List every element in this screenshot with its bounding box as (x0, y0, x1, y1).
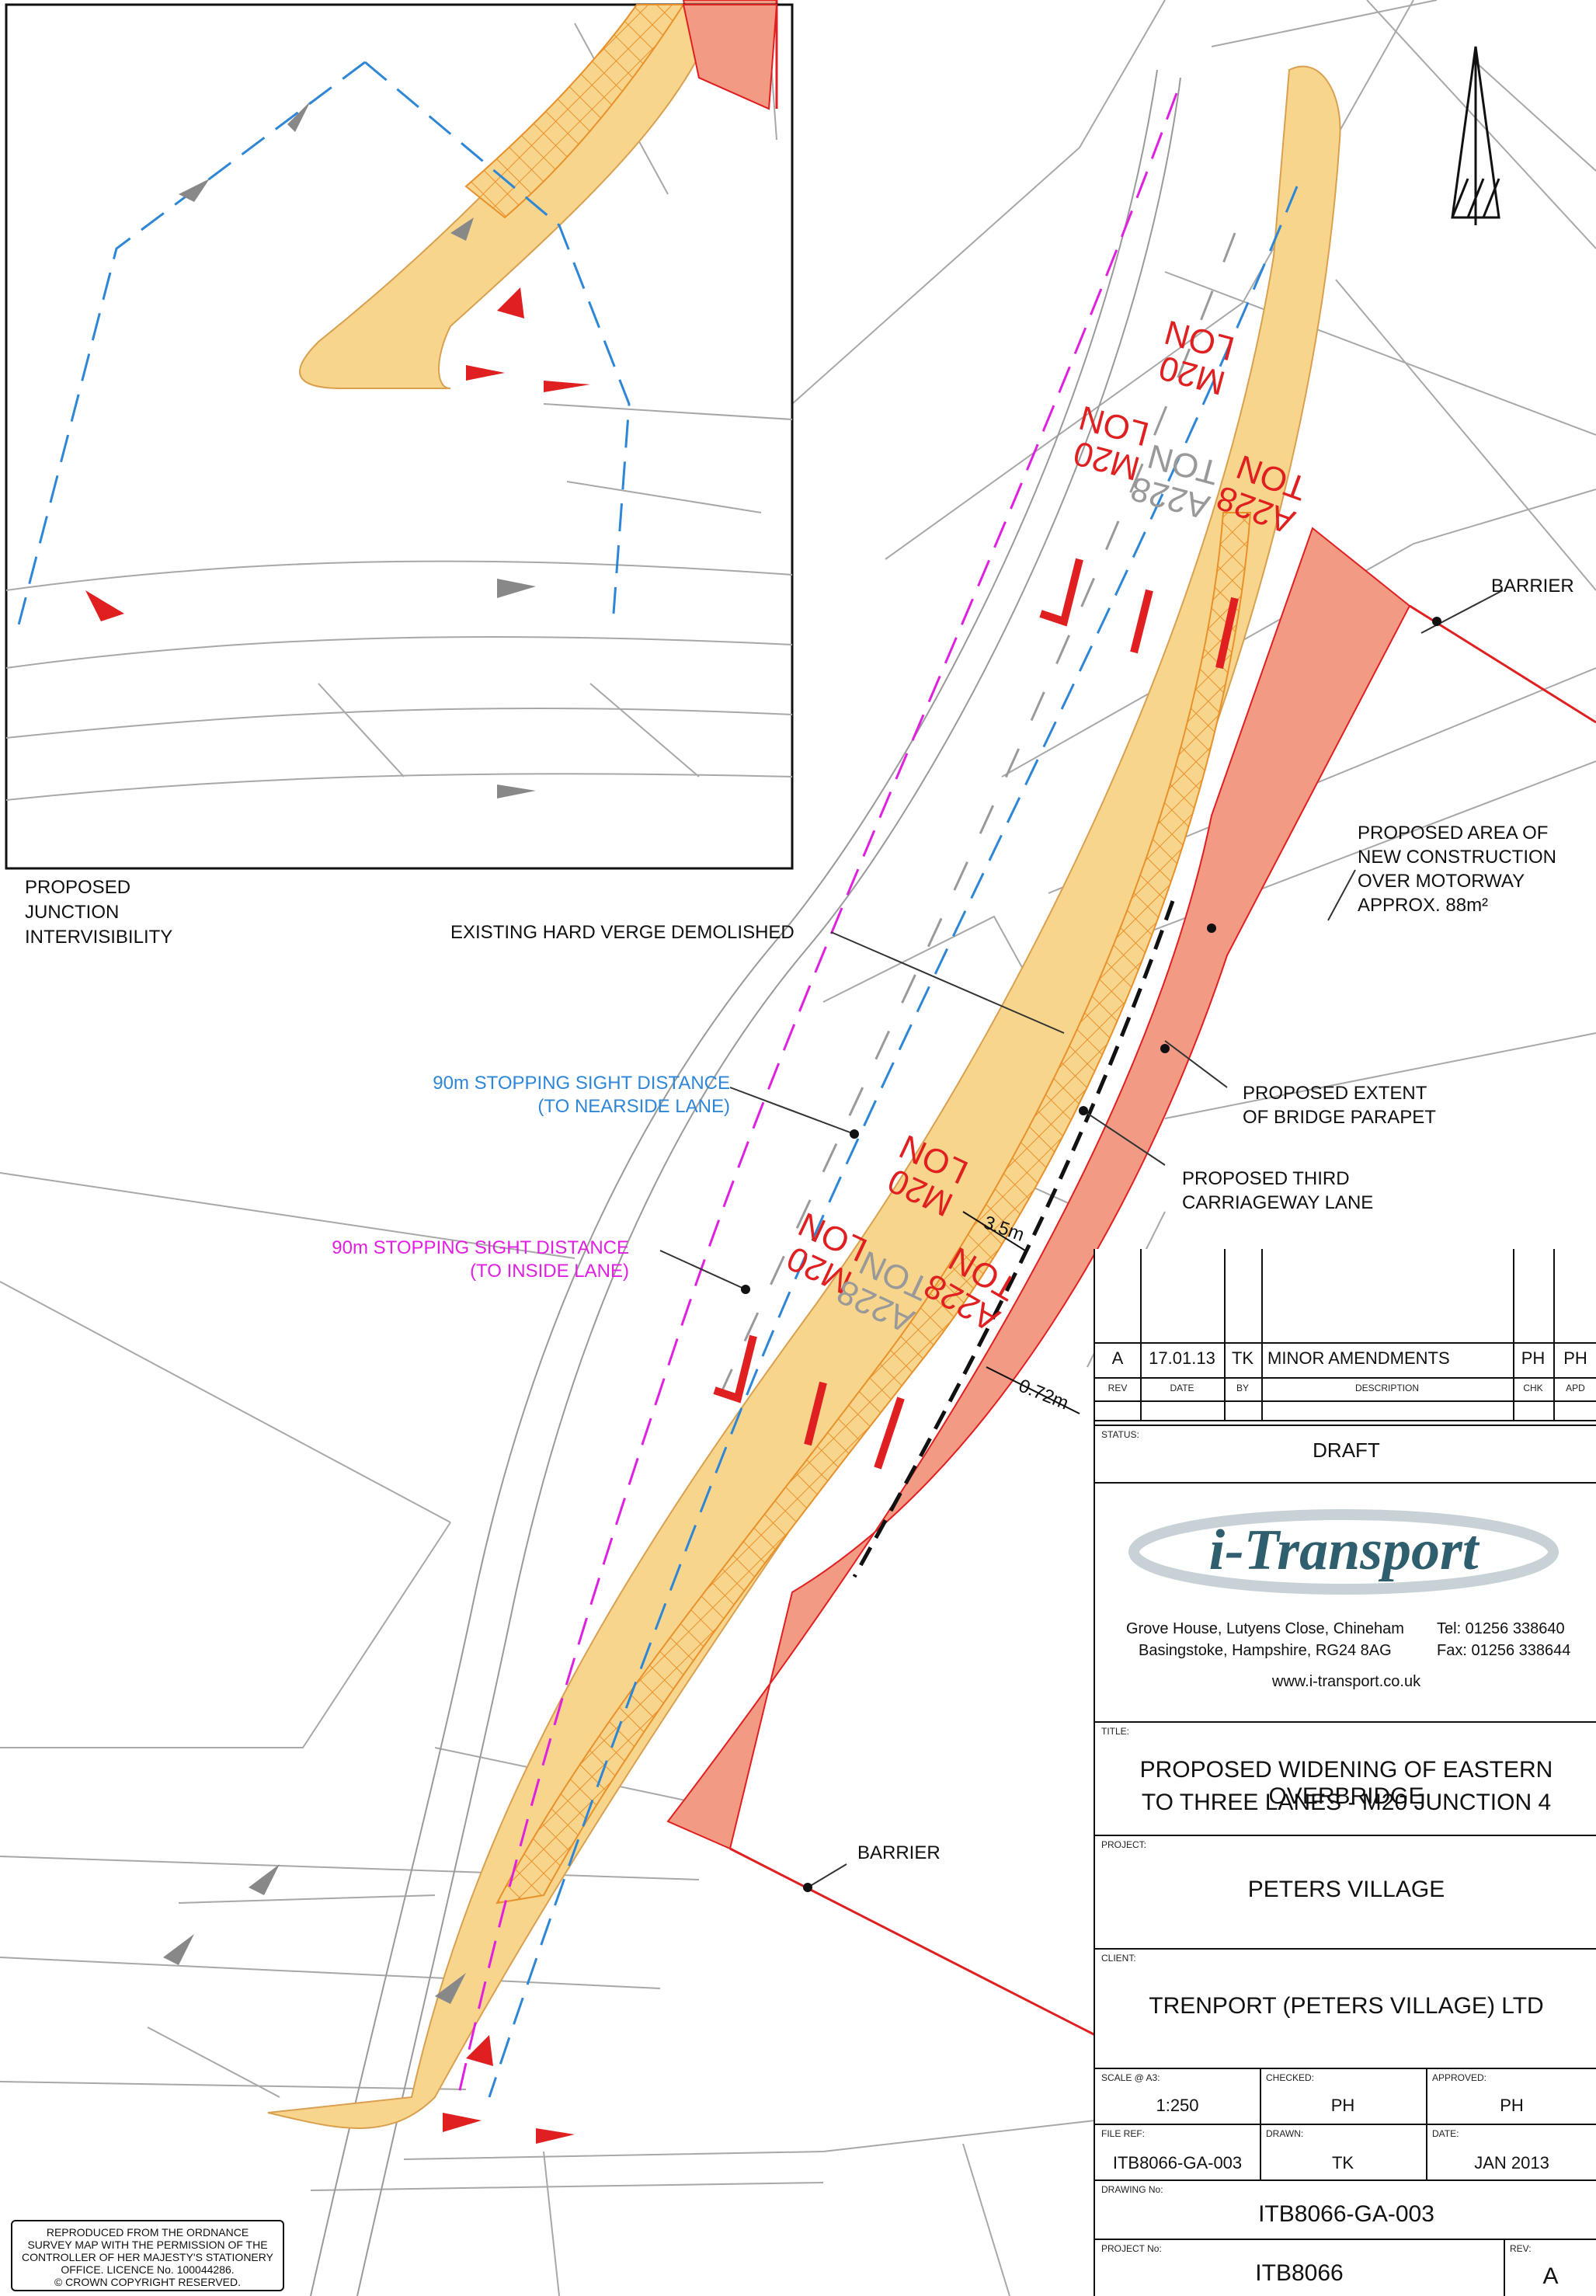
project-no-value: ITB8066 (1255, 2260, 1344, 2286)
hdr-apd: APD (1566, 1383, 1585, 1393)
leader-lines (659, 590, 1504, 1888)
label-ssd-nearside-2: (TO NEARSIDE LANE) (537, 1096, 730, 1117)
ssd-nearside-line (488, 186, 1299, 2098)
inset-sight-line (14, 61, 631, 638)
inset-frame (5, 3, 794, 870)
title-block: A 17.01.13 TK MINOR AMENDMENTS PH PH REV… (1094, 1249, 1596, 2296)
logo-text: i-Transport (1209, 1518, 1480, 1582)
company-address-1: Grove House, Lutyens Close, Chineham (1126, 1620, 1404, 1637)
client-value: TRENPORT (PETERS VILLAGE) LTD (1149, 1993, 1544, 2019)
drawing-no-label: DRAWING No: (1101, 2184, 1163, 2195)
hdr-description: DESCRIPTION (1354, 1383, 1419, 1393)
label-barrier-top: BARRIER (1491, 576, 1574, 597)
project-no-label: PROJECT No: (1101, 2243, 1162, 2254)
hdr-rev: REV (1107, 1383, 1128, 1393)
drawn-value: TK (1331, 2153, 1354, 2173)
label-third-lane-2: CARRIAGEWAY LANE (1182, 1192, 1373, 1213)
fileref-value: ITB8066-GA-003 (1112, 2153, 1243, 2173)
approved-label: APPROVED: (1432, 2072, 1487, 2083)
label-new-construction-3: OVER MOTORWAY (1358, 871, 1525, 892)
copyright-line-3: CONTROLLER OF HER MAJESTY'S STATIONERY (22, 2251, 273, 2263)
copyright-note: REPRODUCED FROM THE ORDNANCE SURVEY MAP … (11, 2220, 284, 2291)
rev-date: 17.01.13 (1149, 1348, 1215, 1368)
rev-apd: PH (1563, 1348, 1587, 1368)
company-website[interactable]: www.i-transport.co.uk (1271, 1673, 1421, 1690)
label-ssd-inside-2: (TO INSIDE LANE) (470, 1261, 629, 1282)
label-hard-verge: EXISTING HARD VERGE DEMOLISHED (450, 922, 795, 943)
label-bridge-parapet-1: PROPOSED EXTENT (1243, 1083, 1427, 1104)
project-value: PETERS VILLAGE (1247, 1877, 1445, 1902)
rev-label: REV: (1510, 2243, 1532, 2254)
label-new-construction-4: APPROX. 88m² (1358, 895, 1488, 916)
dim-edge-width: 0.72m (1016, 1376, 1072, 1414)
drawing-title-2: TO THREE LANES - M20 JUNCTION 4 (1141, 1790, 1552, 1815)
hdr-date: DATE (1170, 1383, 1194, 1393)
inset-grey-arrows (179, 101, 536, 798)
label-ssd-inside-1: 90m STOPPING SIGHT DISTANCE (332, 1237, 629, 1258)
inset-linework (5, 23, 793, 801)
rev-letter: A (1111, 1348, 1124, 1368)
lane-dash-grey (721, 232, 1236, 1391)
dimension-lines (962, 1211, 1080, 1414)
road-edges (310, 69, 1181, 2296)
label-junction-intervisibility-1: PROPOSED (25, 877, 130, 898)
copyright-line-2: SURVEY MAP WITH THE PERMISSION OF THE (27, 2239, 268, 2251)
copyright-line-5: © CROWN COPYRIGHT RESERVED. (54, 2276, 242, 2288)
label-barrier-bottom: BARRIER (857, 1842, 941, 1863)
hdr-chk: CHK (1523, 1383, 1543, 1393)
company-fax: Fax: 01256 338644 (1437, 1642, 1571, 1659)
lane-arrows (713, 558, 1239, 1470)
label-ssd-nearside-1: 90m STOPPING SIGHT DISTANCE (433, 1073, 730, 1094)
scale-label: SCALE @ A3: (1101, 2072, 1160, 2083)
checked-label: CHECKED: (1266, 2072, 1315, 2083)
new-construction-area (666, 527, 1411, 1850)
date-label: DATE: (1432, 2128, 1459, 2139)
client-label: CLIENT: (1101, 1953, 1136, 1964)
hdr-by: BY (1236, 1383, 1249, 1393)
leader-dots (741, 617, 1441, 1892)
drawing-title-1: PROPOSED WIDENING OF EASTERN OVERBRIDGE (1139, 1757, 1553, 1809)
inset-red-area (682, 4, 778, 110)
rev-description: MINOR AMENDMENTS (1267, 1348, 1450, 1368)
checked-value: PH (1330, 2096, 1355, 2115)
company-address-2: Basingstoke, Hampshire, RG24 8AG (1139, 1642, 1392, 1659)
north-arrow-icon (1451, 46, 1500, 225)
label-new-construction-2: NEW CONSTRUCTION (1358, 847, 1556, 868)
fileref-label: FILE REF: (1101, 2128, 1146, 2139)
project-label: PROJECT: (1101, 1839, 1147, 1850)
status-label: STATUS: (1101, 1429, 1139, 1440)
main-grey-arrows (163, 1864, 466, 2004)
ssd-inside-line (457, 92, 1178, 2098)
company-logo: i-Transport (1126, 1505, 1561, 1599)
title-label: TITLE: (1101, 1726, 1130, 1737)
rev-by: TK (1231, 1348, 1254, 1368)
verge-yellow (267, 65, 1341, 2129)
drawn-label: DRAWN: (1266, 2128, 1304, 2139)
hard-verge-hatch (495, 512, 1252, 1905)
drawing-no-value: ITB8066-GA-003 (1258, 2201, 1434, 2227)
inset-red-arrows (85, 287, 590, 621)
date-value: JAN 2013 (1474, 2153, 1549, 2173)
copyright-line-4: OFFICE. LICENCE No. 100044286. (61, 2263, 235, 2276)
label-new-construction-1: PROPOSED AREA OF (1358, 823, 1548, 844)
label-bridge-parapet-2: OF BRIDGE PARAPET (1243, 1107, 1436, 1128)
label-junction-intervisibility-3: INTERVISIBILITY (25, 927, 172, 948)
label-junction-intervisibility-2: JUNCTION (25, 902, 119, 923)
main-red-arrows (443, 2035, 575, 2144)
inset-hatch (464, 4, 685, 219)
rev-value: A (1542, 2263, 1559, 2289)
copyright-line-1: REPRODUCED FROM THE ORDNANCE (46, 2226, 249, 2239)
annotations: PROPOSED JUNCTION INTERVISIBILITY EXISTI… (25, 576, 1574, 1863)
bridge-parapet-line (852, 900, 1175, 1578)
barrier-lines (729, 0, 1596, 2037)
label-third-lane-1: PROPOSED THIRD (1182, 1168, 1350, 1189)
rev-chk: PH (1521, 1348, 1546, 1368)
company-tel: Tel: 01256 338640 (1437, 1620, 1565, 1637)
status-value: DRAFT (1313, 1438, 1380, 1462)
approved-value: PH (1500, 2096, 1524, 2115)
scale-value: 1:250 (1156, 2096, 1199, 2115)
